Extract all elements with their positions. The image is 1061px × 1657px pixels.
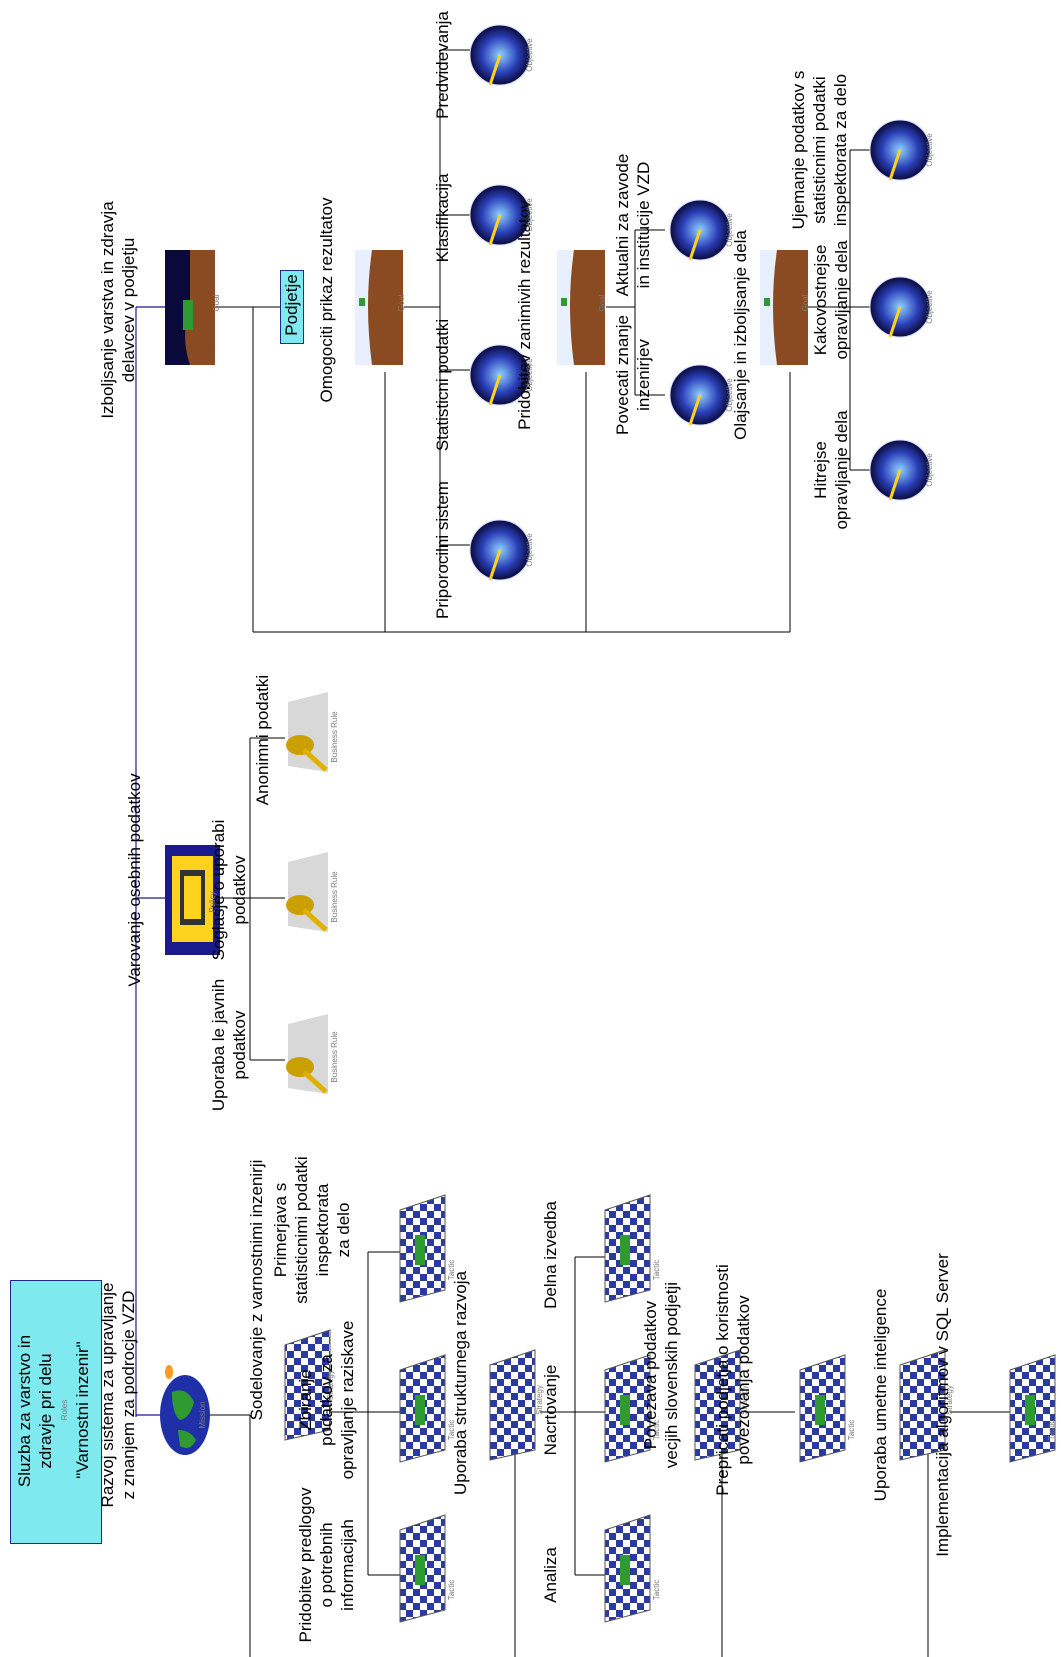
subgoal-2-text: Povecati znanje inzenirjev — [613, 314, 653, 436]
tactic-3-text: Primerjava s statisticnimi podatki inspe… — [271, 1156, 353, 1304]
policy-text: Varovanje osebnih podatkov — [125, 773, 144, 987]
rule-3-text: Anonimni podatki — [253, 674, 272, 806]
tactic-1-label: Tactic — [447, 1579, 456, 1601]
policy-connectors — [220, 737, 285, 1061]
roles-role: "Varnostni inzenir" — [73, 1341, 92, 1479]
tactic-7-label: Tactic — [847, 1419, 856, 1441]
subgoal-1-text: Omogociti prikaz rezultatov — [317, 197, 336, 403]
tactic-4-text: Analiza — [541, 1547, 560, 1603]
subgoal-2-label: Goal — [598, 294, 607, 312]
goal-landscape-icon — [165, 250, 215, 365]
mission-label: Mission — [198, 1401, 207, 1429]
rule-2-label: Business Rule — [330, 871, 339, 923]
strategy-2-text: Uporaba strukturnega razvoja — [451, 1271, 470, 1495]
objective-6-text: Aktualni za zavode in institucije VZD — [613, 153, 653, 297]
strategy-checkerboard-icon — [899, 1349, 946, 1461]
tactic-2-text: Zbiranje podatkov za opravljanje raziska… — [296, 1320, 357, 1480]
goal-landscape-icon — [557, 250, 605, 365]
objective-target-icon — [469, 519, 531, 581]
tactic-7-text: Prepricati podjetja o koristnosti povezo… — [713, 1264, 753, 1496]
tactic-6-label: Tactic — [652, 1259, 661, 1281]
tactic-5-text: Nacrtovanje — [541, 1364, 560, 1456]
objective-target-icon — [869, 119, 931, 181]
mission-text: Razvoj sistema za upravljanje z znanjem … — [98, 1282, 138, 1508]
roles-label: Roles — [60, 1399, 69, 1421]
tactic-6-text: Delna izvedba — [541, 1201, 560, 1309]
tactic-checkerboard-icon — [604, 1354, 651, 1463]
objective-1-label: Objective — [525, 533, 534, 567]
roles-box — [10, 1280, 102, 1544]
strategy-checkerboard-icon — [284, 1329, 331, 1441]
objective-target-icon — [469, 344, 531, 406]
strategy-4-text: Uporaba umetne inteligence — [871, 1288, 890, 1502]
objective-target-icon — [869, 439, 931, 501]
tactic-checkerboard-icon — [604, 1514, 651, 1623]
objective-7-label: Objective — [925, 453, 934, 487]
tactic-3-label: Tactic — [447, 1259, 456, 1281]
objective-9-text: Ujemanje podatkov s statisticnimi podatk… — [789, 70, 850, 230]
tactic-5-label: Tactic — [652, 1419, 661, 1441]
tactic-8-label: Tactic — [1047, 1419, 1056, 1441]
objective-4-text: Predvidevanja — [433, 11, 452, 119]
goal-connectors — [215, 49, 880, 633]
goal-label: Goal — [212, 294, 221, 312]
tactic-1-text: Pridobitev predlogov o potrebnih informa… — [296, 1487, 357, 1643]
rule-2-text: Soglasje o uporabi podatkov — [209, 819, 249, 961]
rule-1-label: Business Rule — [330, 1031, 339, 1083]
subgoal-1-label: Goal — [397, 294, 406, 312]
business-rule-icon — [286, 852, 328, 932]
objective-8-text: Kakovostnejse opravljanje dela — [811, 240, 851, 360]
objective-7-text: Hitrejse opravljanje dela — [811, 410, 851, 530]
rule-3-label: Business Rule — [330, 711, 339, 763]
objective-9-label: Objective — [925, 133, 934, 167]
tactic-checkerboard-icon — [399, 1194, 446, 1303]
tactic-8-text: Implementacija algoritmov v SQL Server — [933, 1253, 952, 1557]
roles-title: Sluzba za varstvo in zdravje pri delu — [15, 1334, 55, 1488]
objective-target-icon — [469, 184, 531, 246]
business-rule-icon — [286, 1014, 328, 1094]
goal-landscape-icon — [760, 250, 808, 365]
objective-target-icon — [469, 24, 531, 86]
strategy-checkerboard-icon — [694, 1349, 741, 1461]
tactic-checkerboard-icon — [799, 1354, 846, 1463]
strategy-checkerboard-icon — [489, 1349, 536, 1461]
business-rule-icon — [286, 692, 328, 772]
tactic-checkerboard-icon — [1009, 1354, 1056, 1463]
globe-icon — [160, 1365, 210, 1455]
goal-box-text: Podjetje — [282, 274, 301, 336]
tactic-checkerboard-icon — [399, 1514, 446, 1623]
objective-5-label: Objective — [725, 378, 734, 412]
objective-target-icon — [669, 364, 731, 426]
strategy-1-text: Sodelovanje z varnostnimi inzenirji — [247, 1159, 266, 1421]
roles-podjetje-box — [280, 270, 304, 344]
goal-text: Izboljsanje varstva in zdravja delavcev … — [98, 201, 138, 419]
objective-3-label: Objective — [525, 198, 534, 232]
objective-8-label: Objective — [925, 290, 934, 324]
objective-2-label: Objective — [525, 358, 534, 392]
objective-3-text: Klasifikacija — [433, 173, 452, 263]
tactic-checkerboard-icon — [604, 1194, 651, 1303]
tactic-2-label: Tactic — [447, 1419, 456, 1441]
objective-target-icon — [669, 199, 731, 261]
strategy-connectors — [210, 1251, 1010, 1657]
goal-landscape-icon — [355, 250, 403, 365]
objective-4-label: Objective — [525, 38, 534, 72]
objective-2-text: Statisticni podatki — [433, 318, 452, 452]
objective-6-label: Objective — [725, 213, 734, 247]
tactic-4-label: Tactic — [652, 1579, 661, 1601]
policy-icon — [165, 845, 220, 955]
objective-target-icon — [869, 276, 931, 338]
tactic-checkerboard-icon — [399, 1354, 446, 1463]
objective-1-text: Priporocilni sistem — [433, 481, 452, 619]
